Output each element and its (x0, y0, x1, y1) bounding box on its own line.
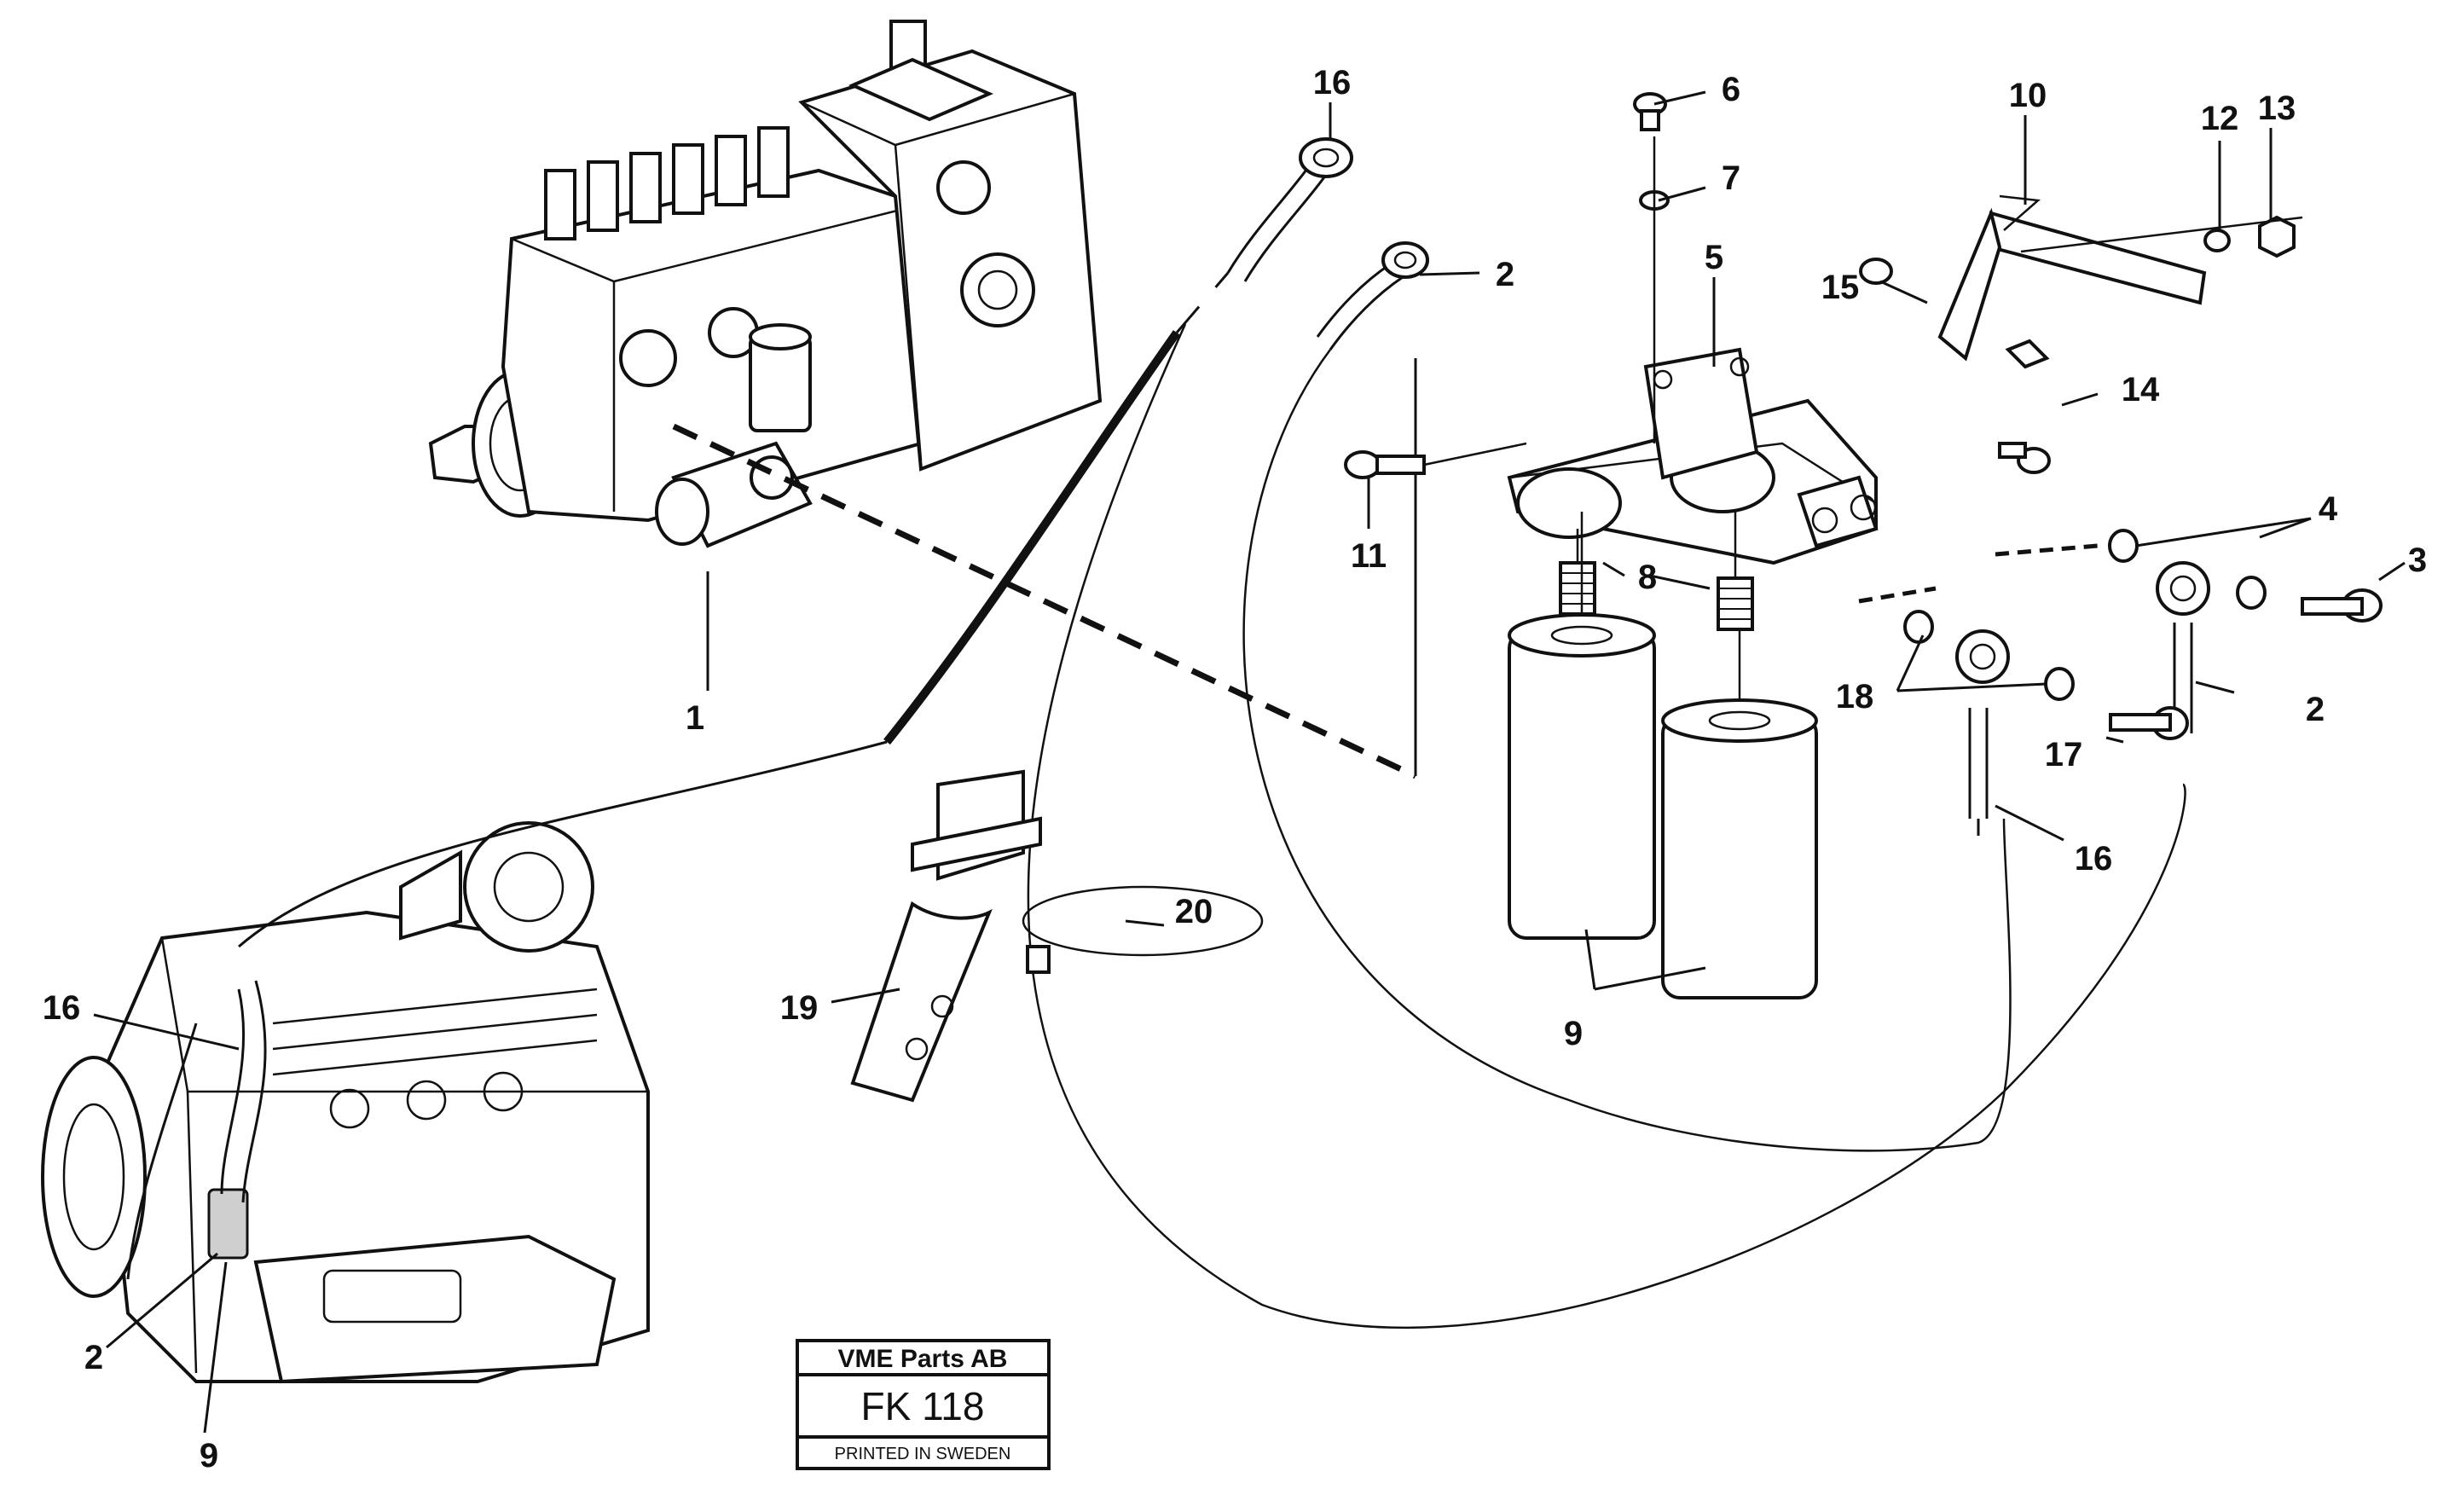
callout-6: 6 (1722, 71, 1740, 108)
callout-16-right: 16 (2075, 840, 2113, 878)
callout-1: 1 (686, 699, 704, 737)
stamp-company: VME Parts AB (838, 1345, 1008, 1373)
callout-11: 11 (1351, 537, 1387, 575)
filter-head (1507, 347, 1879, 565)
callout-4: 4 (2319, 490, 2338, 528)
callout-15: 15 (1821, 269, 1860, 306)
stamp-footer: PRINTED IN SWEDEN (835, 1445, 1011, 1463)
callout-16-top: 16 (1313, 64, 1352, 101)
callout-19: 19 (780, 989, 819, 1027)
callout-3: 3 (2408, 542, 2427, 579)
leader-lines (93, 90, 2406, 1434)
document-stamp: VME Parts AB FK 118 PRINTED IN SWEDEN (796, 1339, 1051, 1470)
callout-12: 12 (2201, 100, 2239, 137)
threaded-nipples (1559, 512, 1754, 631)
injection-pump-illustration (428, 20, 1103, 548)
callout-17: 17 (2045, 736, 2083, 773)
callout-16-engine: 16 (43, 989, 81, 1027)
callout-9-engine: 9 (200, 1437, 218, 1474)
callout-5: 5 (1705, 239, 1723, 276)
callout-20: 20 (1175, 893, 1213, 930)
callout-2-engine: 2 (84, 1339, 103, 1376)
stamp-code: FK 118 (861, 1384, 985, 1428)
callout-9-filters: 9 (1564, 1015, 1583, 1052)
callout-13: 13 (2258, 90, 2296, 127)
hose-clamp-assembly (850, 769, 1264, 1103)
callout-8: 8 (1638, 559, 1657, 596)
engine-illustration (41, 821, 650, 1384)
callout-2-hose: 2 (1496, 256, 1514, 293)
callout-7: 7 (1722, 159, 1740, 197)
hose-routing-lines (238, 165, 2193, 1329)
fuel-filter-cartridges (1508, 512, 1818, 999)
callout-2-right: 2 (2306, 691, 2325, 728)
part-callouts: 1 2 2 2 3 4 5 6 7 8 9 9 10 11 12 13 14 1… (43, 64, 2427, 1474)
fasteners (1344, 92, 2383, 740)
banjo-fittings (1299, 137, 2210, 684)
callout-10: 10 (2009, 77, 2047, 114)
callout-14: 14 (2122, 371, 2160, 408)
callout-18: 18 (1836, 678, 1874, 715)
